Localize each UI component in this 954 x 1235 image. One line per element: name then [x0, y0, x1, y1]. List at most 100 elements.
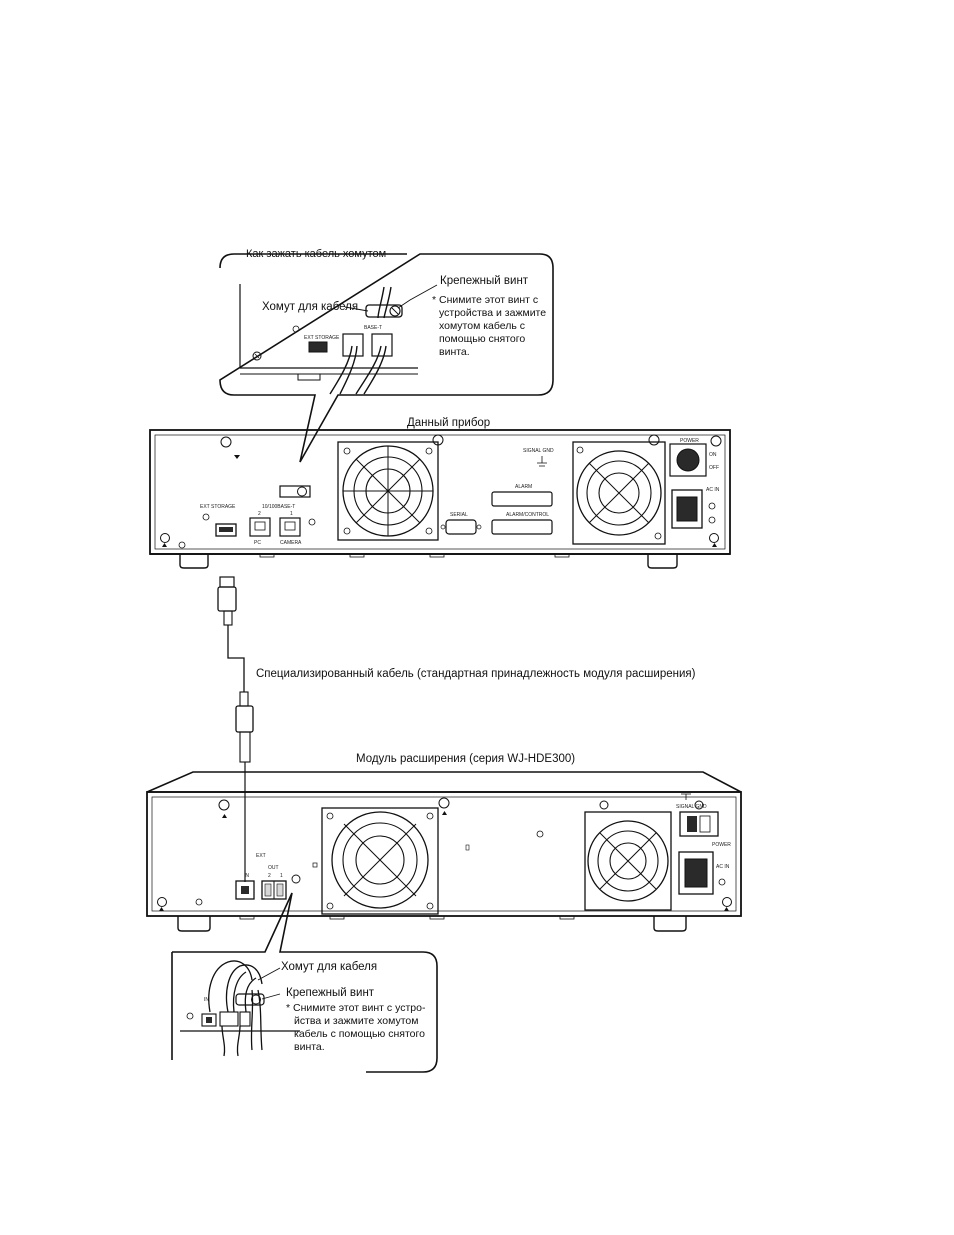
ext-label-in: IN — [244, 873, 249, 879]
top-callout-heading: Как зажать кабель хомутом — [246, 248, 386, 260]
power-switch-icon[interactable] — [676, 448, 700, 472]
screw-icon — [426, 812, 434, 820]
alarm-control-port-icon[interactable] — [491, 519, 553, 535]
screw-icon — [599, 800, 609, 810]
main-unit-title: Данный прибор — [407, 417, 490, 429]
top-callout: Как зажать кабель хомутом EXT STORAGE BA… — [219, 248, 554, 463]
cable-label: Специализированный кабель (стандартная п… — [256, 668, 696, 680]
screw-icon — [160, 533, 170, 543]
screw-icon — [425, 447, 433, 455]
screw-icon — [648, 434, 660, 446]
screw-icon — [576, 446, 584, 454]
screw-icon — [694, 800, 704, 810]
screw-icon — [536, 830, 544, 838]
main-label-power: POWER — [680, 438, 699, 444]
fan-icon — [321, 807, 439, 915]
screw-icon — [389, 305, 401, 317]
screw-icon — [425, 527, 433, 535]
screw-icon — [186, 1012, 194, 1020]
screw-icon — [291, 874, 301, 884]
ac-inlet-icon[interactable] — [678, 851, 714, 895]
lan-port-pc-icon[interactable] — [249, 517, 271, 537]
ext-label-out-2: 2 — [268, 873, 271, 879]
dedicated-cable: Специализированный кабель (стандартная п… — [217, 576, 696, 882]
lan-port-camera-icon[interactable] — [279, 517, 301, 537]
top-clamp-label: Хомут для кабеля — [262, 301, 358, 313]
cable-clamp-icon — [279, 485, 311, 498]
lan-port-icon — [371, 333, 393, 357]
screw-icon — [252, 351, 262, 361]
bottom-callout: IN Хомут для кабеля Крепежный винт * Сни… — [171, 892, 438, 1073]
main-label-base-t: 10/100BASE-T — [262, 504, 295, 510]
ext-unit-rear-panel: EXT IN OUT 2 1 SIGNAL GND POWER AC IN — [146, 771, 742, 932]
screw-icon — [709, 533, 719, 543]
ext-label-out-1: 1 — [280, 873, 283, 879]
main-label-port-2: 2 — [258, 511, 261, 517]
ac-inlet-icon[interactable] — [671, 489, 703, 529]
fan-icon — [337, 441, 439, 541]
ext-label-out: OUT — [268, 865, 279, 871]
top-note-line-5: винта. — [439, 346, 470, 358]
ext-unit-title: Модуль расширения (серия WJ-HDE300) — [356, 753, 575, 765]
main-label-ext-storage: EXT STORAGE — [200, 504, 236, 510]
psu-fan-icon — [572, 441, 666, 545]
bottom-note-line-1: * Снимите этот винт с устро- — [286, 1002, 426, 1014]
ext-label-power: POWER — [712, 842, 731, 848]
cable-clamp-icon — [235, 993, 265, 1006]
screw-icon — [326, 902, 334, 910]
ext-in-port-icon[interactable] — [235, 880, 255, 900]
top-note-line-2: устройства и зажмите — [439, 307, 546, 319]
main-label-alarm: ALARM — [515, 484, 532, 490]
ext-label-ac-in: AC IN — [716, 864, 730, 870]
ext-label-signal-gnd: SIGNAL GND — [676, 804, 707, 810]
screw-icon — [178, 541, 186, 549]
main-label-off: OFF — [709, 465, 719, 471]
screw-icon — [343, 447, 351, 455]
main-label-serial: SERIAL — [450, 512, 468, 518]
port-label-ext-storage: EXT STORAGE — [304, 335, 340, 341]
bottom-note-line-4: винта. — [294, 1041, 325, 1053]
ext-label-ext: EXT — [256, 853, 266, 859]
top-screw-label: Крепежный винт — [440, 275, 529, 287]
serial-port-icon[interactable] — [445, 519, 477, 535]
bottom-clamp-label: Хомут для кабеля — [281, 961, 377, 973]
alarm-port-icon[interactable] — [491, 491, 553, 507]
screw-icon — [426, 902, 434, 910]
main-label-camera: CAMERA — [280, 540, 302, 546]
screw-icon — [297, 486, 307, 497]
top-note-line-3: хомутом кабель с — [439, 320, 525, 332]
screw-icon — [195, 898, 203, 906]
main-label-pc: PC — [254, 540, 261, 546]
top-note-line-4: помощью снятого — [439, 333, 525, 345]
port-label-base-t: BASE-T — [364, 325, 382, 331]
screw-icon — [251, 994, 261, 1005]
main-label-alarm-control: ALARM/CONTROL — [506, 512, 549, 518]
main-label-on: ON — [709, 452, 717, 458]
screw-icon — [710, 435, 722, 447]
screw-icon — [220, 436, 232, 448]
bottom-note-line-3: кабель с помощью снятого — [294, 1028, 425, 1040]
bottom-in-label: IN — [204, 997, 209, 1003]
main-unit-rear-panel: EXT STORAGE 10/100BASE-T 2 1 PC CAMERA S… — [149, 429, 731, 569]
screw-icon — [292, 325, 300, 333]
power-switch-icon[interactable] — [679, 811, 719, 837]
main-label-port-1: 1 — [290, 511, 293, 517]
screw-icon — [326, 812, 334, 820]
screw-icon — [218, 799, 230, 811]
screw-icon — [438, 797, 450, 809]
screw-icon — [722, 897, 732, 907]
screw-icon — [157, 897, 167, 907]
top-note-line-1: * Снимите этот винт с — [432, 294, 538, 306]
screw-icon — [654, 532, 662, 540]
lan-port-icon — [342, 333, 364, 357]
screw-icon — [343, 527, 351, 535]
main-label-signal-gnd: SIGNAL GND — [523, 448, 554, 454]
usb-port-icon — [308, 341, 328, 353]
psu-fan-icon — [584, 811, 672, 911]
main-label-ac-in: AC IN — [706, 487, 720, 493]
ext-storage-port-icon[interactable] — [215, 523, 237, 537]
screw-icon — [308, 518, 316, 526]
bottom-note-line-2: йства и зажмите хомутом — [294, 1015, 418, 1027]
screw-icon — [202, 513, 210, 521]
